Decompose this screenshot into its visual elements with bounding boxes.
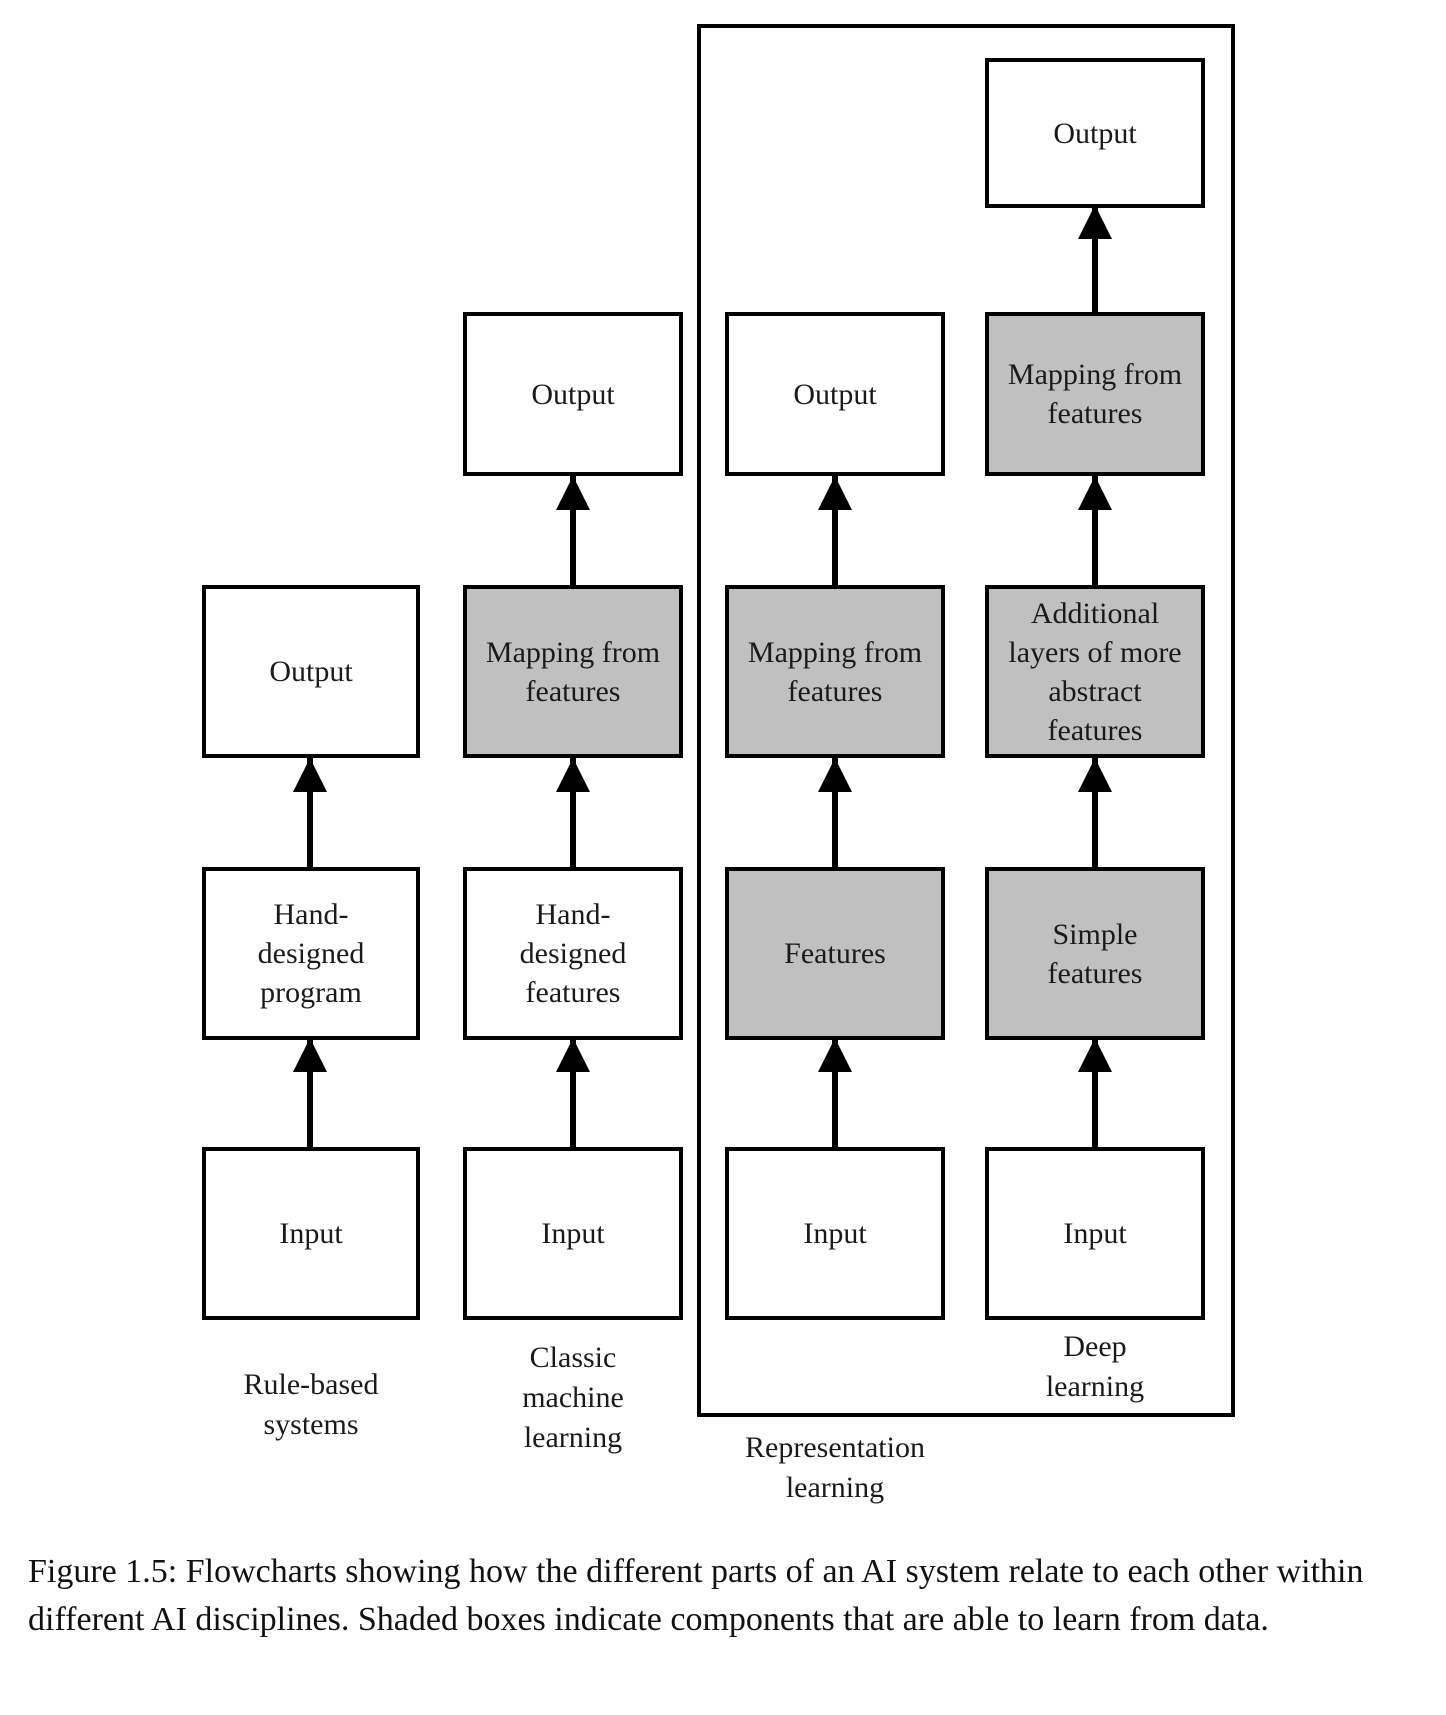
- node-label: Hand- designed program: [214, 895, 408, 1012]
- representation-learning-group-frame: [697, 24, 1235, 1417]
- node-line-3: features: [525, 976, 621, 1009]
- node-line-2: features: [525, 674, 621, 708]
- node-line-1: Simple: [1052, 917, 1138, 951]
- node-rule-based-hand-designed-program: Hand- designed program: [202, 867, 420, 1040]
- column-caption-rule-based-systems: Rule-based systems: [190, 1365, 432, 1445]
- node-line-3: abstract: [1048, 674, 1142, 708]
- node-label: Mapping from features: [997, 355, 1193, 433]
- node-label: Hand- designed features: [475, 895, 671, 1012]
- node-label: Input: [279, 1217, 343, 1250]
- node-deep-learning-simple-features: Simple features: [985, 867, 1205, 1040]
- node-classic-ml-hand-designed-features: Hand- designed features: [463, 867, 683, 1040]
- node-representation-learning-features: Features: [725, 867, 945, 1040]
- node-deep-learning-mapping-from-features: Mapping from features: [985, 312, 1205, 476]
- node-line-2: features: [1047, 397, 1143, 430]
- node-representation-learning-input: Input: [725, 1147, 945, 1320]
- column-caption-deep-learning: Deep learning: [945, 1327, 1245, 1407]
- node-line-2: features: [1047, 956, 1143, 990]
- node-line-1: Hand-: [273, 898, 349, 931]
- caption-line-1: Representation: [745, 1431, 925, 1464]
- node-line-1: Mapping from: [747, 635, 923, 669]
- node-label: Input: [1063, 1217, 1127, 1250]
- caption-line-2: systems: [263, 1407, 359, 1441]
- caption-line-1: Classic: [529, 1341, 617, 1374]
- node-label: Mapping from features: [737, 633, 933, 711]
- caption-line-1: Deep: [1063, 1330, 1127, 1363]
- caption-line-2: machine: [522, 1380, 624, 1414]
- column-caption-representation-learning: Representation learning: [645, 1428, 1025, 1508]
- node-line-1: Mapping from: [485, 635, 661, 669]
- node-label: Additional layers of more abstract featu…: [997, 594, 1193, 750]
- node-line-2: designed: [257, 937, 365, 970]
- node-deep-learning-output: Output: [985, 58, 1205, 208]
- node-deep-learning-additional-abstract-layers: Additional layers of more abstract featu…: [985, 585, 1205, 758]
- caption-line-3: learning: [523, 1420, 623, 1454]
- node-classic-ml-input: Input: [463, 1147, 683, 1320]
- node-representation-learning-output: Output: [725, 312, 945, 476]
- node-line-1: Additional: [1030, 596, 1160, 630]
- node-label: Output: [531, 377, 615, 411]
- node-line-2: designed: [519, 937, 627, 970]
- figure-caption: Figure 1.5: Flowcharts showing how the d…: [28, 1553, 1364, 1639]
- node-label: Input: [803, 1217, 867, 1250]
- node-line-2: layers of more: [1008, 635, 1182, 669]
- node-rule-based-input: Input: [202, 1147, 420, 1320]
- node-classic-ml-output: Output: [463, 312, 683, 476]
- node-label: Output: [269, 655, 353, 688]
- node-line-1: Mapping from: [1007, 358, 1183, 391]
- node-line-1: Hand-: [535, 898, 611, 931]
- node-line-2: features: [787, 674, 883, 708]
- node-label: Mapping from features: [475, 633, 671, 711]
- node-representation-learning-mapping-from-features: Mapping from features: [725, 585, 945, 758]
- caption-line-1: Rule-based: [243, 1368, 379, 1401]
- node-line-4: features: [1047, 713, 1143, 747]
- node-label: Output: [1053, 116, 1137, 150]
- node-line-3: program: [260, 976, 362, 1009]
- node-classic-ml-mapping-from-features: Mapping from features: [463, 585, 683, 758]
- node-label: Output: [793, 377, 877, 411]
- caption-line-2: learning: [1045, 1369, 1145, 1403]
- node-label: Simple features: [997, 915, 1193, 993]
- node-label: Input: [541, 1217, 605, 1250]
- caption-line-2: learning: [785, 1470, 885, 1504]
- node-label: Features: [784, 937, 886, 970]
- node-deep-learning-input: Input: [985, 1147, 1205, 1320]
- column-caption-classic-machine-learning: Classic machine learning: [452, 1338, 694, 1458]
- node-rule-based-output: Output: [202, 585, 420, 758]
